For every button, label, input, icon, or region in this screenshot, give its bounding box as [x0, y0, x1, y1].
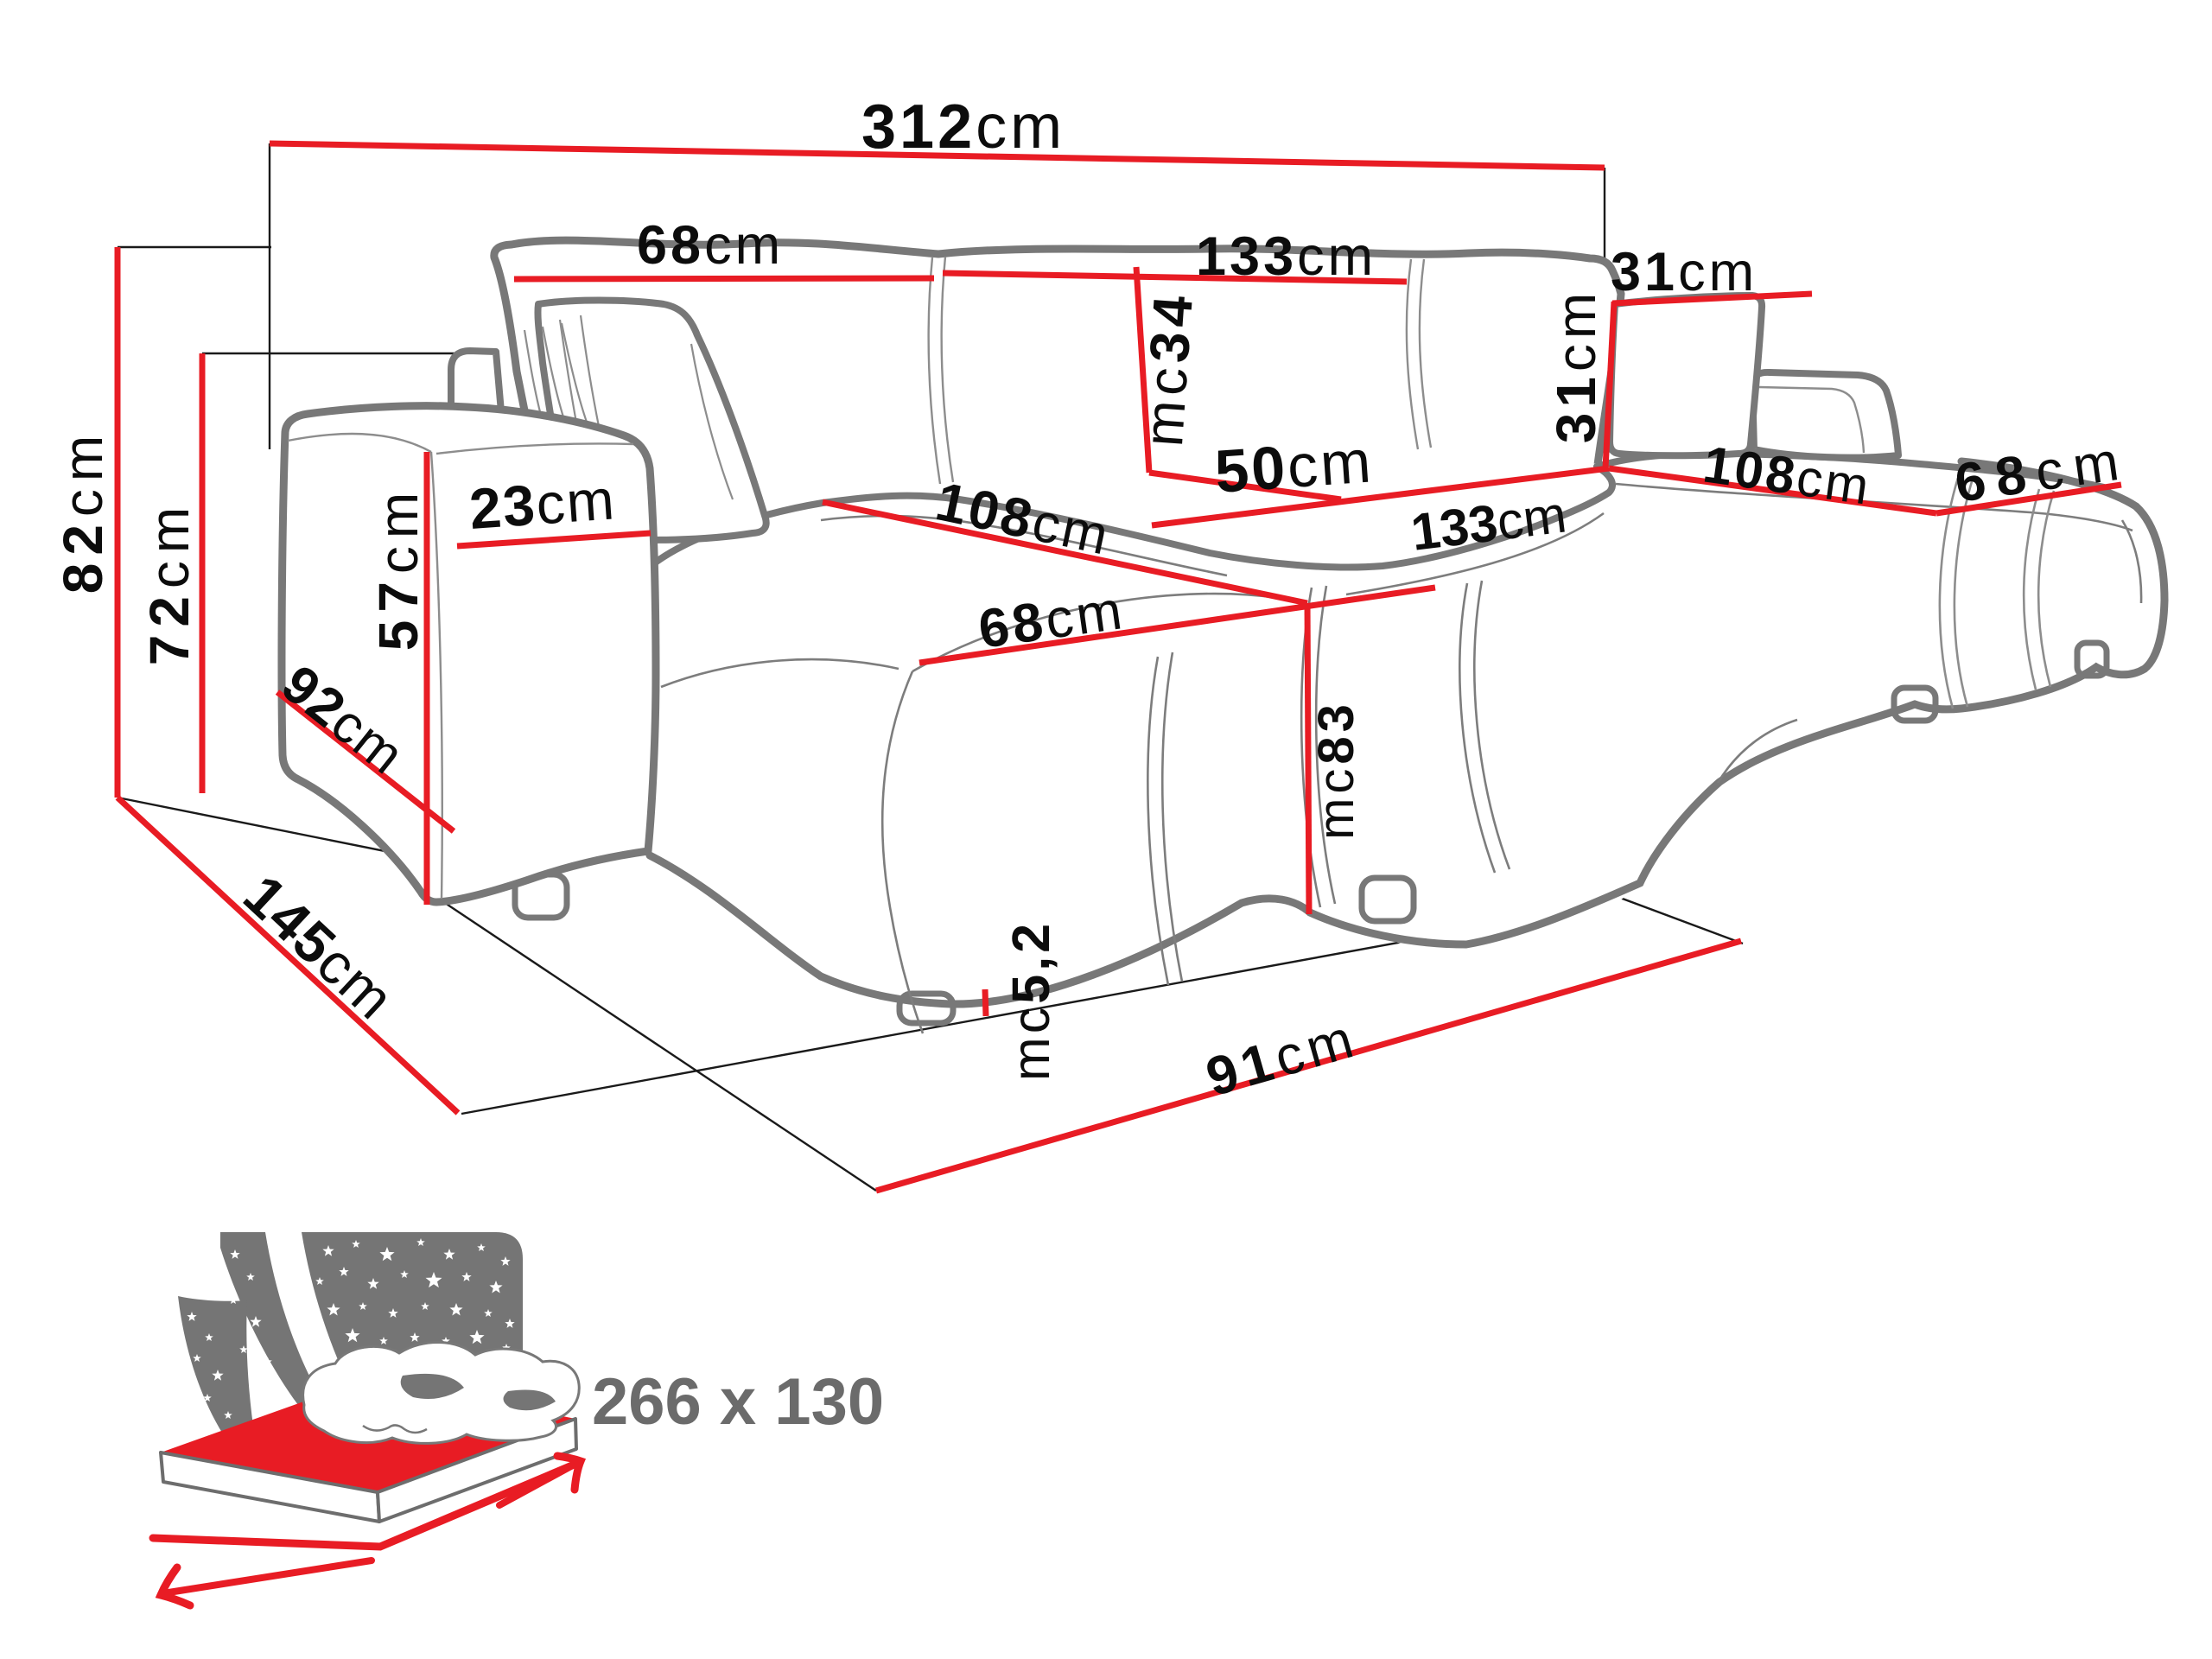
svg-text:mc83: mc83 [1308, 700, 1364, 840]
svg-text:23cm: 23cm [467, 467, 618, 541]
svg-text:68cm: 68cm [1951, 429, 2133, 513]
svg-text:31cm: 31cm [1545, 288, 1607, 444]
svg-text:31cm: 31cm [1611, 242, 1758, 302]
svg-text:50cm: 50cm [1213, 427, 1376, 505]
svg-text:133cm: 133cm [1196, 226, 1376, 287]
svg-text:82cm: 82cm [52, 428, 114, 594]
svg-text:266 x 130: 266 x 130 [592, 1365, 884, 1439]
svg-text:68cm: 68cm [637, 215, 784, 276]
svg-text:133cm: 133cm [1408, 485, 1569, 561]
svg-text:108cm: 108cm [1700, 435, 1875, 516]
svg-text:312cm: 312cm [861, 92, 1065, 162]
svg-text:mc34: mc34 [1132, 289, 1205, 448]
svg-text:57cm: 57cm [367, 485, 429, 652]
svg-text:72cm: 72cm [138, 499, 200, 666]
svg-text:mc5,2: mc5,2 [1001, 920, 1060, 1081]
svg-text:68cm: 68cm [975, 580, 1128, 660]
